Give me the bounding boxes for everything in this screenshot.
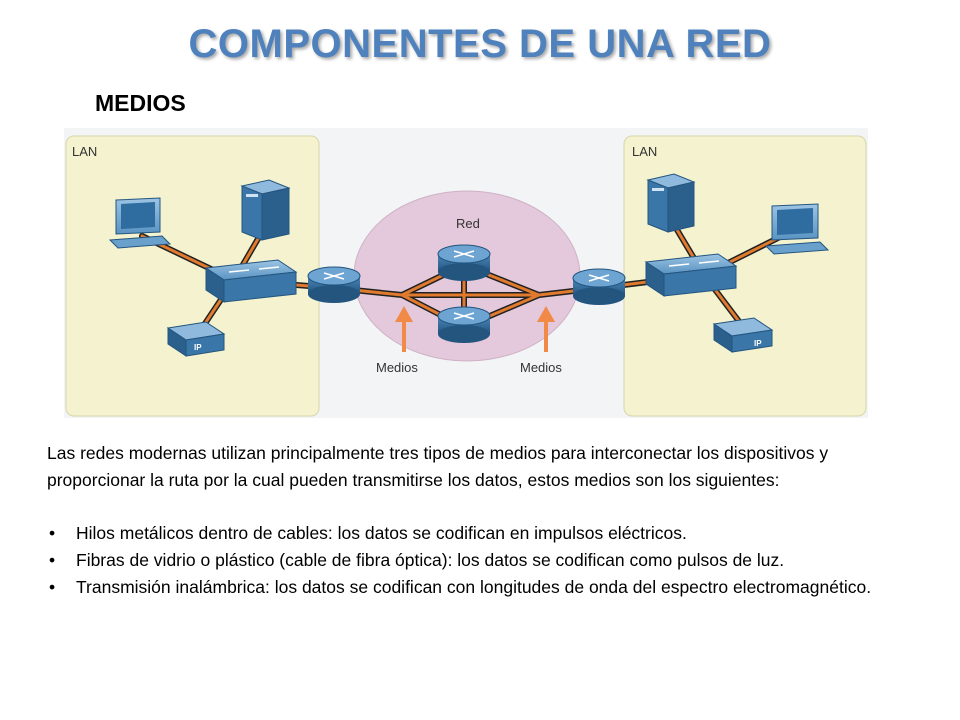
router-left-icon <box>307 266 361 303</box>
list-item: Fibras de vidrio o plástico (cable de fi… <box>47 547 917 574</box>
lan-right-label: LAN <box>632 144 657 159</box>
server-right-icon <box>646 173 696 233</box>
media-label-right: Medios <box>520 360 562 375</box>
network-label: Red <box>456 216 480 231</box>
pc-right-icon <box>764 203 830 255</box>
ip-label-left: IP <box>194 343 202 352</box>
pc-left-icon <box>108 197 172 249</box>
switch-left-icon <box>204 259 298 303</box>
ip-phone-left-icon: IP <box>166 321 226 357</box>
network-diagram: LAN LAN Red <box>64 128 868 418</box>
section-subtitle: MEDIOS <box>95 90 186 116</box>
router-right-icon <box>572 268 626 305</box>
intro-paragraph: Las redes modernas utilizan principalmen… <box>47 443 829 490</box>
body-text: Las redes modernas utilizan principalmen… <box>47 440 917 601</box>
router-network-top-icon <box>437 244 491 281</box>
media-label-left: Medios <box>376 360 418 375</box>
lan-left-label: LAN <box>72 144 97 159</box>
media-arrow-right-icon <box>537 306 555 352</box>
media-types-list: Hilos metálicos dentro de cables: los da… <box>47 520 917 601</box>
list-item: Hilos metálicos dentro de cables: los da… <box>47 520 917 547</box>
list-item: Transmisión inalámbrica: los datos se co… <box>47 574 917 601</box>
media-arrow-left-icon <box>395 306 413 352</box>
slide-title: COMPONENTES DE UNA RED <box>188 22 772 66</box>
ip-label-right: IP <box>754 339 762 348</box>
switch-right-icon <box>644 253 738 297</box>
router-network-bottom-icon <box>437 306 491 343</box>
server-left-icon <box>240 179 291 241</box>
ip-phone-right-icon: IP <box>712 317 774 353</box>
